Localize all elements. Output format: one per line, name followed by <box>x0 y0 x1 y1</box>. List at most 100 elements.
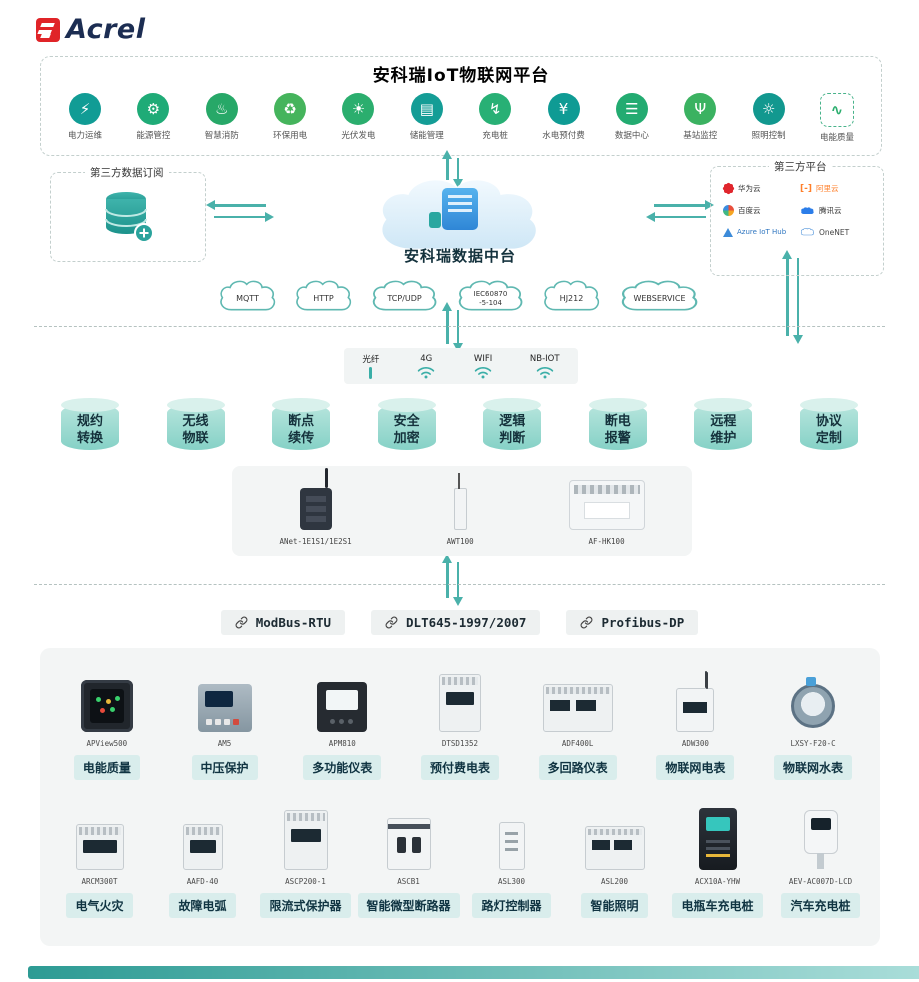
platform-name: OneNET <box>819 227 850 237</box>
gateway-box: ANet-1E1S1/1E2S1 AWT100 AF-HK100 <box>232 466 692 556</box>
product-model: ACX10A-YHW <box>694 877 741 886</box>
conn-wifi: WIFI <box>473 354 493 379</box>
platform-alibaba: [-] 阿里云 <box>800 183 877 194</box>
product-model: AM5 <box>217 739 232 748</box>
app-label: 数据中心 <box>614 131 649 141</box>
product-category-chip: 汽车充电桩 <box>781 893 860 918</box>
cap-label: 断点续传 <box>288 414 315 446</box>
product-model: ADW300 <box>681 739 709 748</box>
protocol-label: HTTP <box>313 294 334 303</box>
cap-remote-maintenance: 远程维护 <box>691 396 755 456</box>
chip-text: 电气火灾 <box>75 899 124 913</box>
arcm300t-image <box>75 824 124 870</box>
asl300-image <box>498 822 525 870</box>
platform-name: Azure IoT Hub <box>737 228 787 236</box>
chip-text: 路灯控制器 <box>481 899 542 913</box>
acrel-logo: Acrel <box>36 14 145 45</box>
adf400l-image <box>542 684 613 732</box>
lighting-icon: ☼ <box>752 93 785 125</box>
product-category-chip: 电气火灾 <box>66 893 133 918</box>
conn-label: 光纤 <box>362 355 380 365</box>
cylinder-icon <box>377 398 436 450</box>
product-dtsd1352: DTSD1352 预付费电表 <box>404 668 516 780</box>
app-smart-fire: ♨ 智慧消防 <box>190 93 254 143</box>
product-aafd40: AAFD-40 故障电弧 <box>153 804 253 918</box>
cylinder-icon <box>799 398 858 450</box>
platform-grid: 华为云 [-] 阿里云 百度云 腾讯云 Azure IoT Hub OneNET <box>711 167 883 245</box>
arrow-cloud-thirdparty <box>646 200 714 221</box>
cloud-outline <box>372 280 436 311</box>
protocol-cloud-iec60870: IEC60870-5-104 <box>454 278 528 316</box>
cylinder-icon <box>166 398 225 450</box>
glyph: ☀ <box>351 99 366 118</box>
cap-label: 无线物联 <box>182 414 209 446</box>
product-model: LXSY-F20-C <box>790 739 836 748</box>
product-category-chip: 故障电弧 <box>169 893 236 918</box>
capabilities-row: 规约转换 无线物联 断点续传 安全加密 逻辑判断 断电报警 远程维护 协议定制 <box>58 396 861 456</box>
chip-profibus-dp: Profibus-DP <box>566 610 699 635</box>
bus-protocol-label: Profibus-DP <box>601 615 685 630</box>
product-lxsy-f20c: LXSY-F20-C 物联网水表 <box>757 668 869 780</box>
product-model: AAFD-40 <box>186 877 219 886</box>
tencent-cloud-icon <box>801 206 814 214</box>
database-icon <box>105 192 154 243</box>
product-aev-ac007d: AEV-AC007D-LCD 汽车充电桩 <box>771 804 871 918</box>
cap-label: 规约转换 <box>76 414 104 446</box>
app-label: 智慧消防 <box>204 131 239 141</box>
product-category-chip: 物联网水表 <box>774 755 853 780</box>
platform-huawei: 华为云 <box>723 183 800 194</box>
glyph: ♻ <box>283 99 297 118</box>
platform-name: 百度云 <box>738 206 761 215</box>
wifi-icon <box>474 366 492 378</box>
product-category-chip: 限流式保护器 <box>260 893 351 918</box>
acx10a-image <box>698 808 737 870</box>
app-energy-control: ⚙ 能源管控 <box>121 93 185 143</box>
product-model: ARCM300T <box>81 877 118 886</box>
conn-nbiot: NB-IOT <box>530 354 560 379</box>
chip-text: 限流式保护器 <box>269 899 342 913</box>
protocol-cloud-webservice: WEBSERVICE <box>616 278 704 316</box>
baidu-cloud-icon <box>723 205 734 216</box>
product-adf400l: ADF400L 多回路仪表 <box>522 668 634 780</box>
cloud-outline <box>621 280 697 311</box>
protocol-cloud-tcpudp: TCP/UDP <box>368 278 442 316</box>
product-model: AEV-AC007D-LCD <box>788 877 853 886</box>
product-category-chip: 智能照明 <box>581 893 648 918</box>
platform-azure: Azure IoT Hub <box>723 227 800 237</box>
product-model: APM810 <box>328 739 356 748</box>
chip-modbus-rtu: ModBus-RTU <box>220 610 346 635</box>
cap-encryption: 安全加密 <box>375 396 439 456</box>
platform-onenet: OneNET <box>800 227 877 237</box>
chip-text: 电瓶车充电桩 <box>681 899 754 913</box>
cloud-outline <box>458 280 522 311</box>
awt100-image <box>453 473 467 530</box>
protocol-label: HJ212 <box>559 294 584 303</box>
product-category-chip: 电瓶车充电桩 <box>672 893 763 918</box>
arrow-divider2 <box>442 554 462 606</box>
apm810-image <box>317 682 368 732</box>
app-lighting: ☼ 照明控制 <box>737 93 801 143</box>
glyph: ☼ <box>761 99 776 118</box>
water-meter-image <box>785 677 842 728</box>
chip-text: 多功能仪表 <box>312 761 373 775</box>
divider-2 <box>34 584 885 585</box>
app-label: 基站监控 <box>683 131 718 141</box>
conn-label: 4G <box>420 353 433 364</box>
data-middle-platform-label: 安科瑞数据中台 <box>403 247 516 265</box>
protocol-cloud-hj212: HJ212 <box>540 278 604 316</box>
app-charging-pile: ↯ 充电桩 <box>463 93 527 143</box>
energy-control-icon: ⚙ <box>137 93 170 125</box>
glyph: ▤ <box>419 99 434 118</box>
dtsd1352-image <box>438 674 481 732</box>
product-category-chip: 多回路仪表 <box>538 755 617 780</box>
protocol-cloud-mqtt: MQTT <box>216 278 280 316</box>
data-center-icon: ☰ <box>615 93 648 125</box>
product-am5: AM5 中压保护 <box>169 668 281 780</box>
third-party-title: 第三方平台 <box>769 159 832 174</box>
connectivity-bar: 光纤 4G WIFI NB-IOT <box>344 348 578 384</box>
azure-icon <box>723 227 733 237</box>
product-category-chip: 智能微型断路器 <box>357 893 460 918</box>
wifi-icon <box>536 366 553 378</box>
protocol-label: MQTT <box>236 294 259 303</box>
cap-logic-judgment: 逻辑判断 <box>480 396 544 456</box>
